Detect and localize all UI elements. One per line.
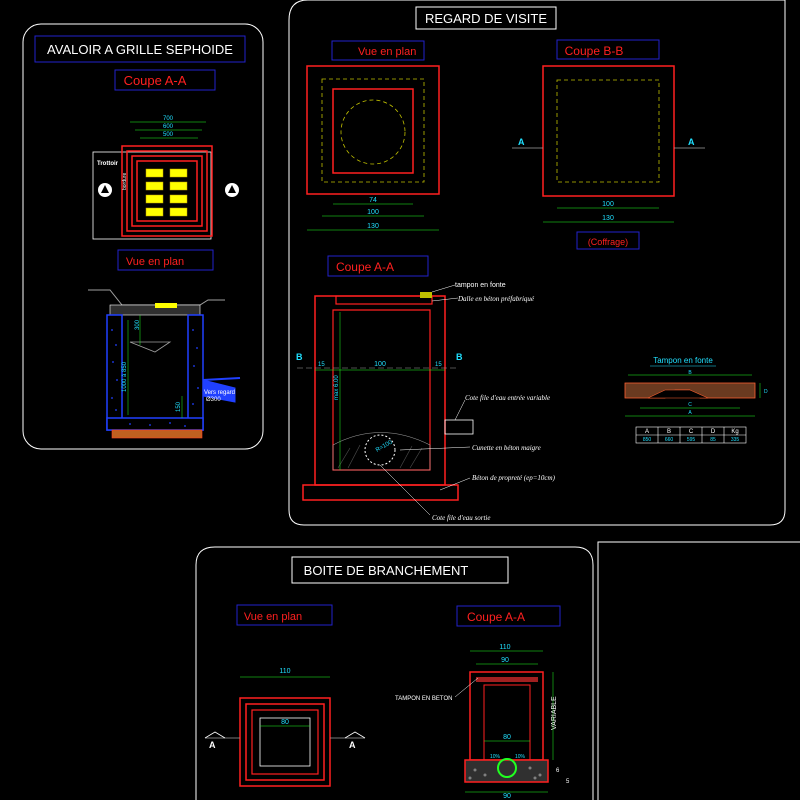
tampon-header-a: A bbox=[645, 429, 649, 435]
regard-section-b-right: B bbox=[456, 352, 463, 362]
boite-section-a-right: A bbox=[349, 740, 356, 750]
tampon-value-kg: 335 bbox=[731, 437, 740, 443]
tampon-detail: Tampon en fonte B C A D A B C bbox=[624, 356, 768, 444]
avaloir-dim-small: 300 bbox=[135, 319, 141, 330]
tampon-label-d: D bbox=[764, 389, 768, 395]
regard-title: REGARD DE VISITE bbox=[425, 11, 547, 26]
regard-dim-height: max 6.00 bbox=[334, 375, 340, 400]
regard-plan-dim-1: 74 bbox=[369, 197, 377, 204]
regard-pipe-dim: R=100 bbox=[375, 439, 394, 453]
boite-coupe-label: Coupe A-A bbox=[467, 610, 525, 624]
avaloir-dim-1: 700 bbox=[163, 116, 174, 122]
regard-beton-proprete: Béton de propreté (ep=10cm) bbox=[472, 474, 556, 482]
boite-dim-side: 6 bbox=[556, 768, 560, 774]
regard-tampon-fonte: tampon en fonte bbox=[455, 282, 506, 289]
boite-plan-label: Vue en plan bbox=[244, 611, 302, 623]
panel-boite: BOITE DE BRANCHEMENT Vue en plan Coupe A… bbox=[195, 546, 594, 800]
tampon-value-b: 660 bbox=[665, 437, 674, 443]
boite-coupe-dim-4: 90 bbox=[503, 793, 511, 800]
tampon-label-b: B bbox=[688, 370, 692, 376]
avaloir-section-marker-left bbox=[98, 183, 112, 197]
regard-cote-entree: Cote file d'eau entrée variable bbox=[465, 394, 550, 402]
tampon-label-a: A bbox=[688, 410, 692, 416]
avaloir-dim-vertical: 1000 à 850 bbox=[122, 361, 128, 392]
regard-section-b-left: B bbox=[296, 352, 303, 362]
boite-slope-b: 10% bbox=[515, 754, 526, 760]
avaloir-vers-regard: Vers regard bbox=[204, 390, 235, 396]
avaloir-trottoir: Trottoir bbox=[97, 161, 119, 167]
boite-title: BOITE DE BRANCHEMENT bbox=[304, 563, 469, 578]
regard-section-drawing bbox=[297, 284, 474, 516]
boite-coupe-dim-3: 80 bbox=[503, 734, 511, 741]
regard-dim-15b: 15 bbox=[435, 362, 442, 368]
tampon-value-c: 595 bbox=[687, 437, 696, 443]
regard-section-a-right: A bbox=[688, 137, 695, 147]
boite-dim-side2: 5 bbox=[566, 779, 570, 785]
avaloir-diam: Ø300 bbox=[206, 397, 221, 403]
regard-cote-sortie: Cote file d'eau sortie bbox=[432, 514, 490, 522]
tampon-label-c: C bbox=[688, 402, 692, 408]
boite-variable: VARIABLE bbox=[551, 696, 558, 730]
grille-slots bbox=[145, 168, 188, 217]
boite-slope-a: 10% bbox=[490, 754, 501, 760]
avaloir-dim-2: 600 bbox=[163, 124, 174, 130]
regard-plan-dim-2: 100 bbox=[367, 209, 379, 216]
boite-plan-dim-1: 110 bbox=[279, 668, 290, 675]
regard-dalle: Dalle en béton préfabriqué bbox=[457, 295, 535, 303]
boite-coupe-dim-2: 90 bbox=[501, 657, 509, 664]
panel-avaloir: AVALOIR A GRILLE SEPHOIDE Coupe A-A 700 … bbox=[22, 23, 264, 450]
avaloir-section-marker-right bbox=[225, 183, 239, 197]
regard-coupe-aa-label: Coupe A-A bbox=[336, 260, 394, 274]
tampon-header-c: C bbox=[689, 429, 694, 435]
avaloir-dim-3: 500 bbox=[163, 132, 174, 138]
tampon-header-kg: Kg bbox=[731, 429, 738, 435]
regard-plan-label: Vue en plan bbox=[358, 46, 416, 58]
tampon-value-d: 85 bbox=[710, 437, 716, 443]
regard-plan-dim-3: 130 bbox=[367, 223, 379, 230]
boite-plan-dim-2: 80 bbox=[281, 719, 289, 726]
avaloir-coupe-label: Coupe A-A bbox=[124, 73, 187, 88]
panel-regard: REGARD DE VISITE Vue en plan 74 100 130 … bbox=[288, 0, 786, 526]
avaloir-section-drawing bbox=[88, 289, 241, 439]
sheet-frame bbox=[597, 541, 800, 800]
avaloir-dim-small2: 150 bbox=[176, 401, 182, 412]
regard-dim-15a: 15 bbox=[318, 362, 325, 368]
regard-bb-dim-1: 100 bbox=[602, 201, 614, 208]
regard-coupe-bb-label: Coupe B-B bbox=[565, 44, 624, 58]
avaloir-plan-label: Vue en plan bbox=[126, 256, 184, 268]
tampon-detail-title: Tampon en fonte bbox=[653, 356, 713, 365]
regard-cunette: Cunette en béton maigre bbox=[472, 444, 541, 452]
boite-tampon-beton: TAMPON EN BETON bbox=[395, 696, 452, 702]
boite-coupe-dim-1: 110 bbox=[499, 644, 510, 651]
tampon-value-a: 850 bbox=[643, 437, 652, 443]
regard-bb-dim-2: 130 bbox=[602, 215, 614, 222]
regard-coffrage-label: (Coffrage) bbox=[588, 237, 628, 247]
tampon-header-b: B bbox=[667, 429, 671, 435]
avaloir-bordure: bordure bbox=[122, 173, 128, 190]
avaloir-title: AVALOIR A GRILLE SEPHOIDE bbox=[47, 42, 233, 57]
regard-section-a-left: A bbox=[518, 137, 525, 147]
tampon-header-d: D bbox=[711, 429, 716, 435]
regard-dim-100: 100 bbox=[374, 361, 386, 368]
boite-section-a-left: A bbox=[209, 740, 216, 750]
